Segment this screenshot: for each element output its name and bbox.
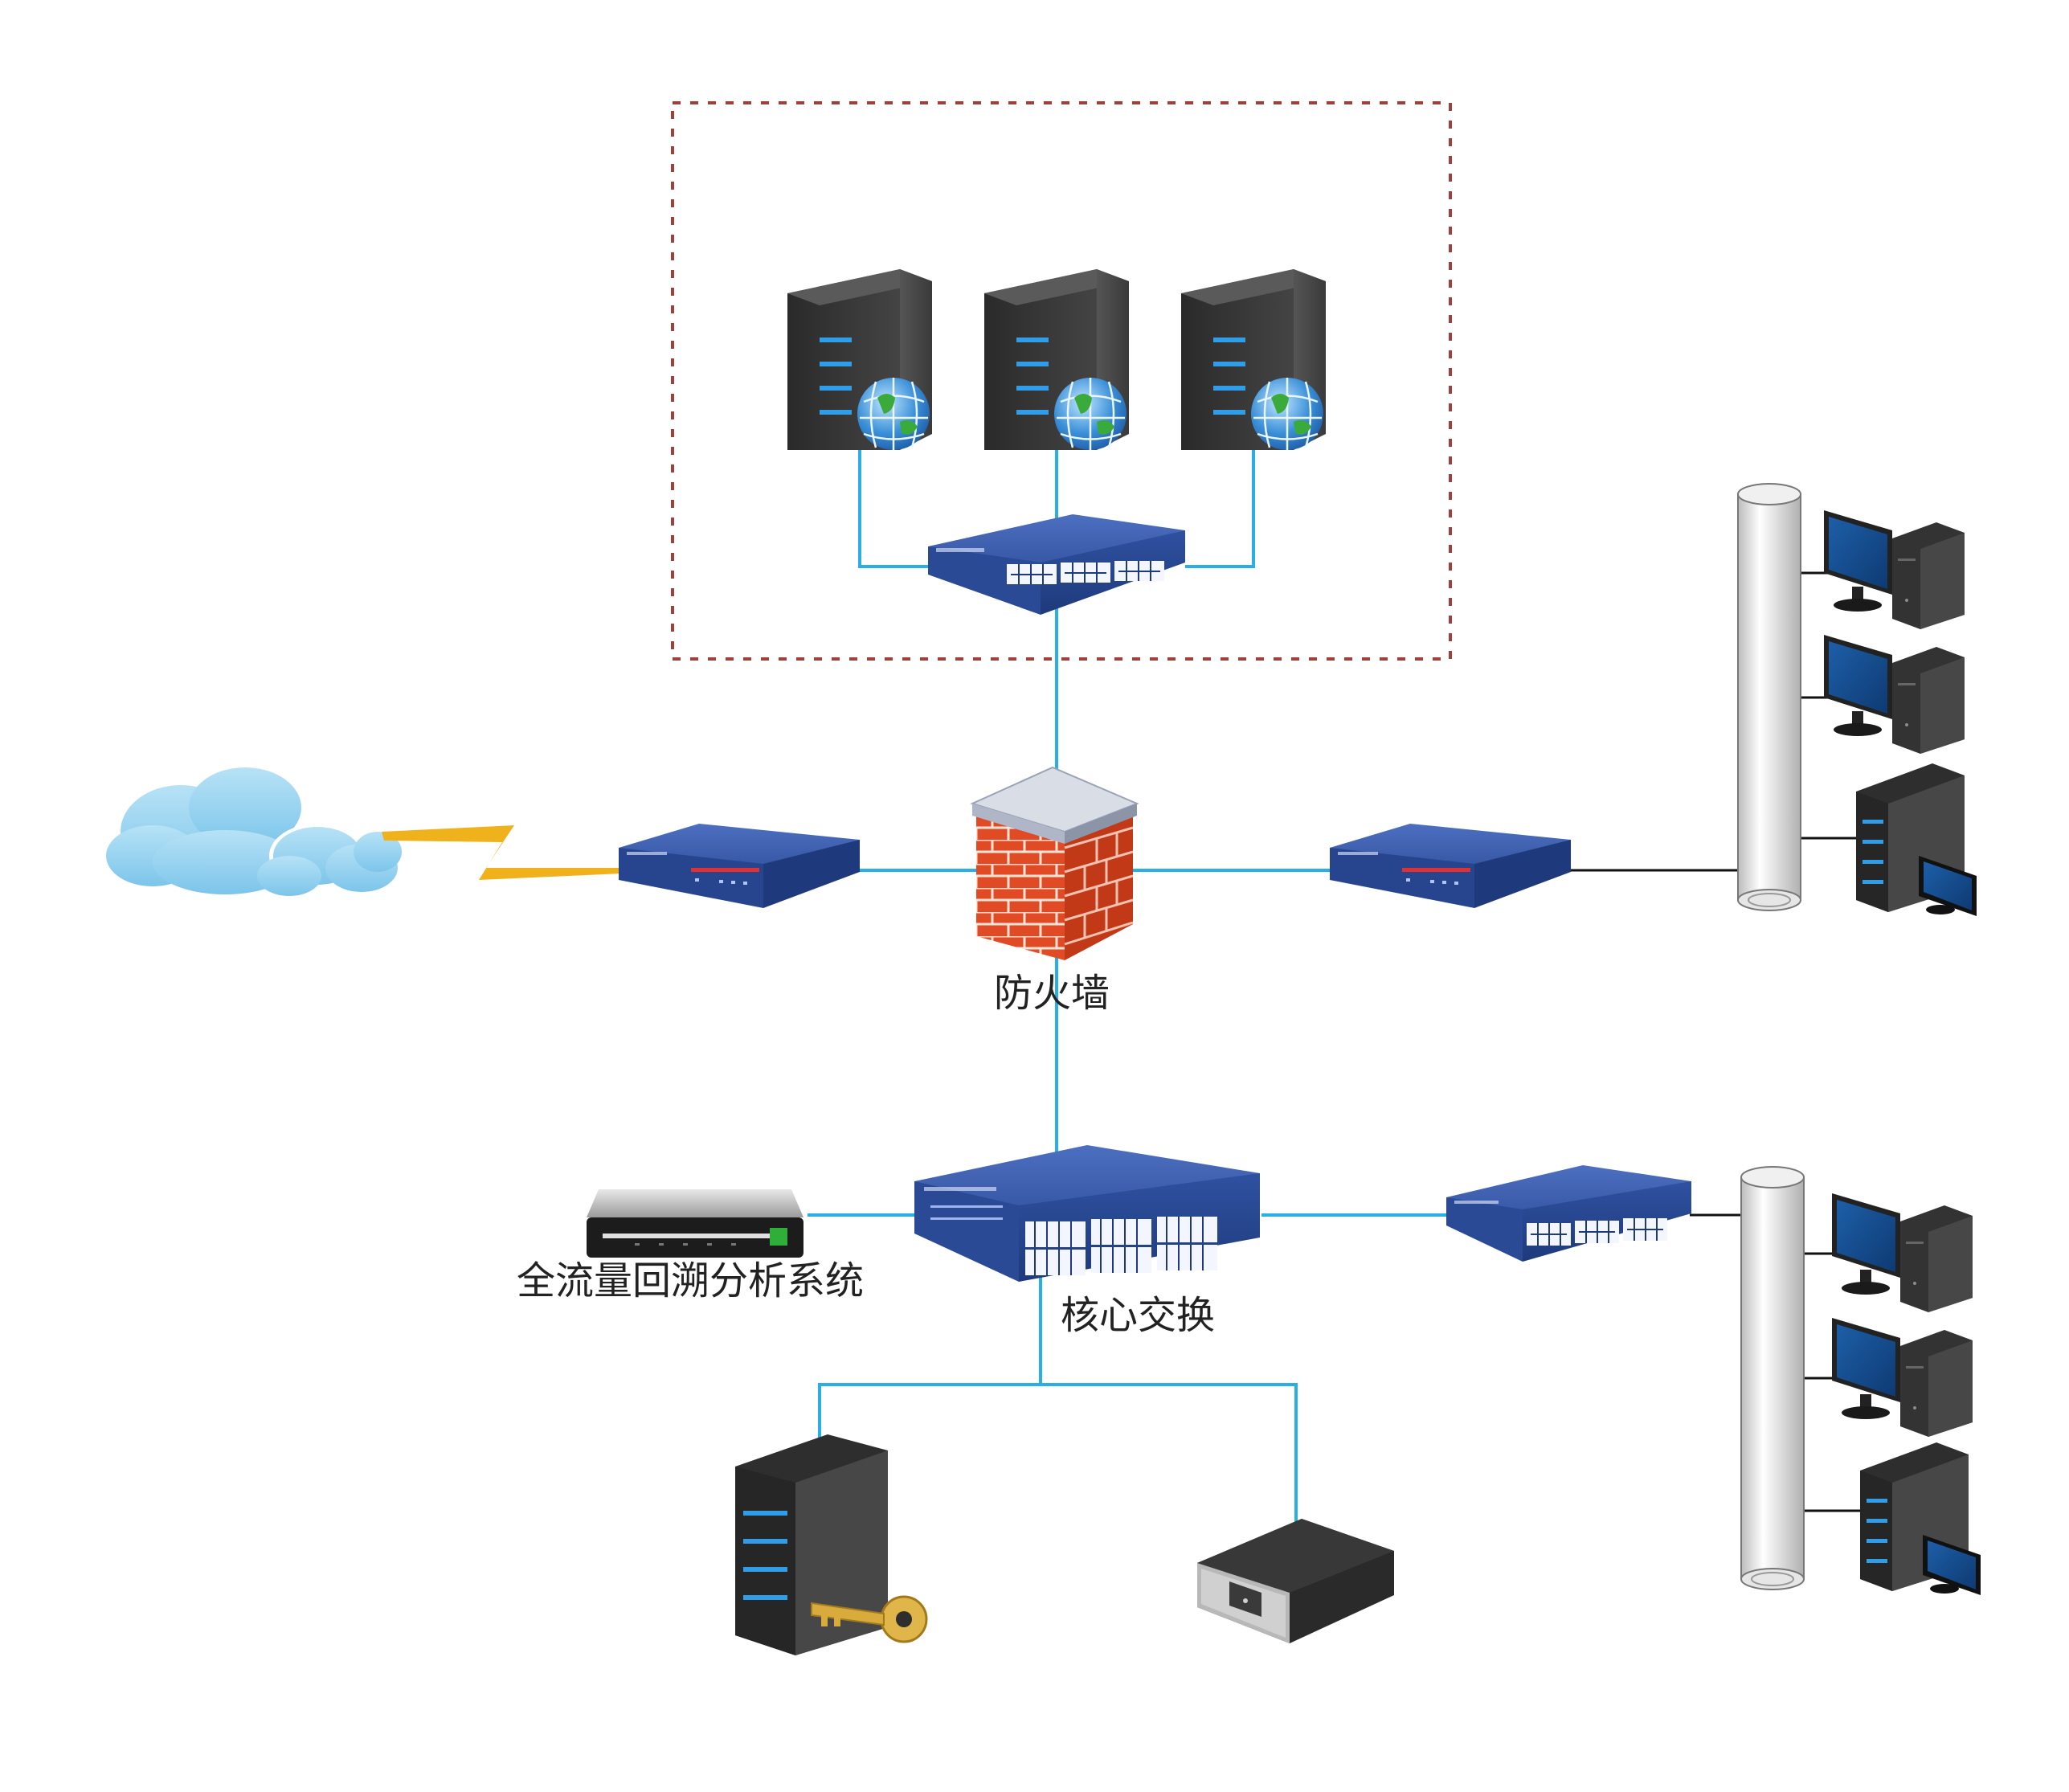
cloud-icon — [106, 767, 402, 896]
core-switch-label: 核心交换 — [1061, 1293, 1216, 1338]
network-links — [808, 448, 1450, 1523]
link-core-to-storage — [1041, 1383, 1298, 1523]
desktop-pc-icon — [1832, 1318, 1973, 1437]
key-server-icon — [735, 1434, 928, 1655]
dmz-zone-border — [671, 101, 1452, 661]
router-icon — [1330, 824, 1571, 908]
pipe-icon — [1737, 483, 1801, 911]
lightning-icon — [382, 825, 621, 880]
tower-pc-icon — [1856, 763, 1977, 916]
pipe-icon — [1740, 1166, 1805, 1590]
firewall-icon — [970, 766, 1139, 960]
desktop-pc-icon — [1832, 1193, 1973, 1312]
key-icon — [811, 1595, 928, 1643]
link-core-to-key-server — [818, 1250, 1042, 1442]
switch-icon — [928, 514, 1185, 615]
link-web-server-3 — [1185, 450, 1255, 568]
router-icon — [619, 824, 860, 908]
link-web-server-1 — [858, 450, 930, 568]
server-globe-icon — [1181, 269, 1326, 450]
storage-device-icon — [1197, 1519, 1394, 1643]
lan-links — [1567, 571, 1860, 1512]
server-globe-icon — [787, 269, 932, 450]
server-globe-icon — [984, 269, 1129, 450]
switch-icon — [914, 1145, 1260, 1282]
firewall-label: 防火墙 — [994, 971, 1110, 1016]
desktop-pc-icon — [1824, 635, 1965, 754]
appliance-icon — [587, 1189, 803, 1258]
tower-pc-icon — [1860, 1442, 1981, 1595]
switch-icon — [1446, 1165, 1691, 1262]
traffic-analysis-label: 全流量回溯分析系统 — [517, 1258, 865, 1303]
desktop-pc-icon — [1824, 510, 1965, 629]
